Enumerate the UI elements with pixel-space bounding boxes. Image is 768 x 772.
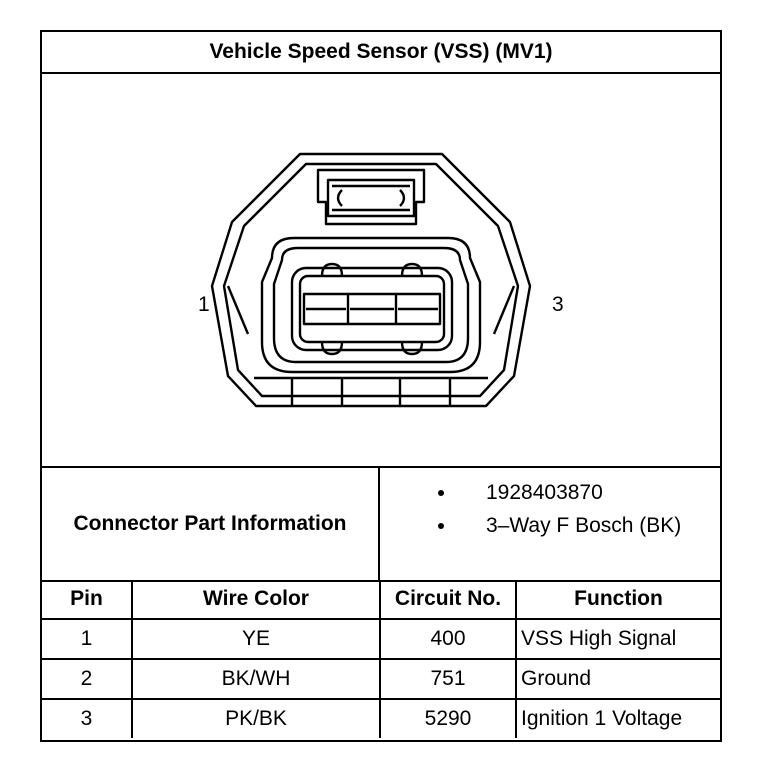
connector-description: 3–Way F Bosch (BK) [486, 514, 682, 537]
connector-info-label: Connector Part Information [42, 468, 380, 580]
connector-info-list: 1928403870 3–Way F Bosch (BK) [380, 468, 720, 580]
table-row: 3 PK/BK 5290 Ignition 1 Voltage [42, 699, 720, 738]
cell-circuit-no: 5290 [380, 699, 517, 738]
table-row: 1 YE 400 VSS High Signal [42, 619, 720, 660]
connector-face-drawing [210, 152, 532, 408]
cell-pin: 3 [42, 699, 133, 738]
bullet-icon [438, 523, 444, 529]
header-function: Function [516, 580, 720, 620]
pin-label-left: 1 [198, 293, 210, 316]
header-pin: Pin [42, 580, 133, 620]
cell-circuit-no: 751 [380, 659, 517, 700]
cell-circuit-no: 400 [380, 619, 517, 660]
pinout-table: Pin Wire Color Circuit No. Function 1 YE… [42, 580, 720, 738]
table-header-row: Pin Wire Color Circuit No. Function [42, 580, 720, 620]
cell-pin: 1 [42, 619, 133, 660]
header-wire-color: Wire Color [132, 580, 381, 620]
document-title: Vehicle Speed Sensor (VSS) (MV1) [42, 32, 720, 74]
cell-function: Ignition 1 Voltage [521, 707, 683, 730]
cell-wire-color: YE [132, 619, 381, 660]
list-item: 3–Way F Bosch (BK) [380, 510, 720, 542]
connector-document: Vehicle Speed Sensor (VSS) (MV1) [40, 30, 722, 742]
pin-label-right: 3 [552, 293, 564, 316]
cell-wire-color: PK/BK [132, 699, 381, 738]
cell-wire-color: BK/WH [132, 659, 381, 700]
cell-function: VSS High Signal [516, 619, 720, 660]
cell-pin: 2 [42, 659, 133, 700]
bullet-icon [438, 490, 444, 496]
connector-part-number: 1928403870 [486, 481, 603, 504]
list-item: 1928403870 [380, 477, 720, 509]
connector-diagram: 1 3 [42, 72, 720, 468]
table-row: 2 BK/WH 751 Ground [42, 659, 720, 700]
connector-part-info: Connector Part Information 1928403870 3–… [42, 468, 720, 582]
header-circuit-no: Circuit No. [380, 580, 517, 620]
cell-function: Ground [516, 659, 720, 700]
